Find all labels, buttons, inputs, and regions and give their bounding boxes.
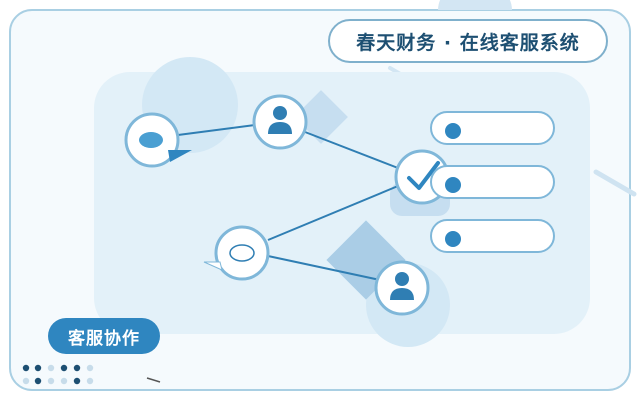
list-item — [430, 165, 555, 199]
dot-grid-decoration — [22, 364, 94, 385]
category-badge: 客服协作 — [48, 318, 160, 354]
speech-bubble-icon — [203, 225, 270, 281]
page-title: 春天财务 · 在线客服系统 — [328, 19, 608, 63]
deco-diamond — [294, 90, 348, 144]
user-icon — [252, 94, 308, 150]
deco-dash-bottom — [146, 377, 161, 383]
top-deco — [438, 0, 512, 10]
list-item — [430, 219, 555, 253]
deco-dash-right — [593, 169, 637, 197]
user-icon — [374, 260, 430, 316]
list-item — [430, 111, 555, 145]
connections — [177, 124, 399, 281]
chat-bubble-icon — [124, 112, 192, 168]
